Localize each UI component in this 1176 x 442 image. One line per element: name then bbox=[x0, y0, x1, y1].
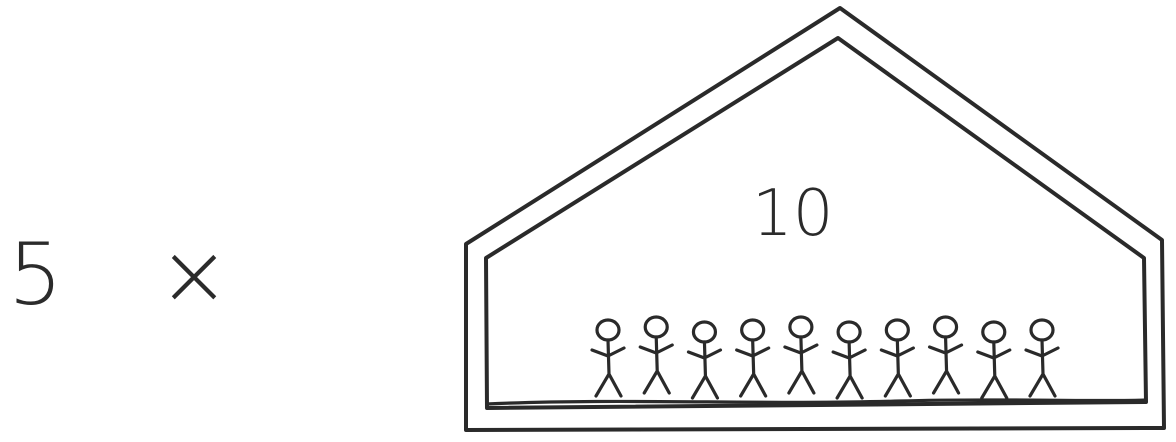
stick-figure bbox=[978, 322, 1010, 398]
house-number-label: 10 bbox=[752, 182, 833, 246]
people-group bbox=[592, 317, 1058, 398]
stick-figure bbox=[688, 322, 720, 398]
stick-figure bbox=[592, 320, 624, 396]
stick-figure bbox=[1026, 320, 1058, 396]
stick-figure bbox=[737, 320, 769, 396]
stick-figure bbox=[833, 322, 865, 398]
stick-figure bbox=[640, 317, 672, 393]
stick-figure bbox=[881, 320, 913, 396]
stick-figure bbox=[930, 317, 962, 393]
stick-figure bbox=[785, 317, 817, 393]
